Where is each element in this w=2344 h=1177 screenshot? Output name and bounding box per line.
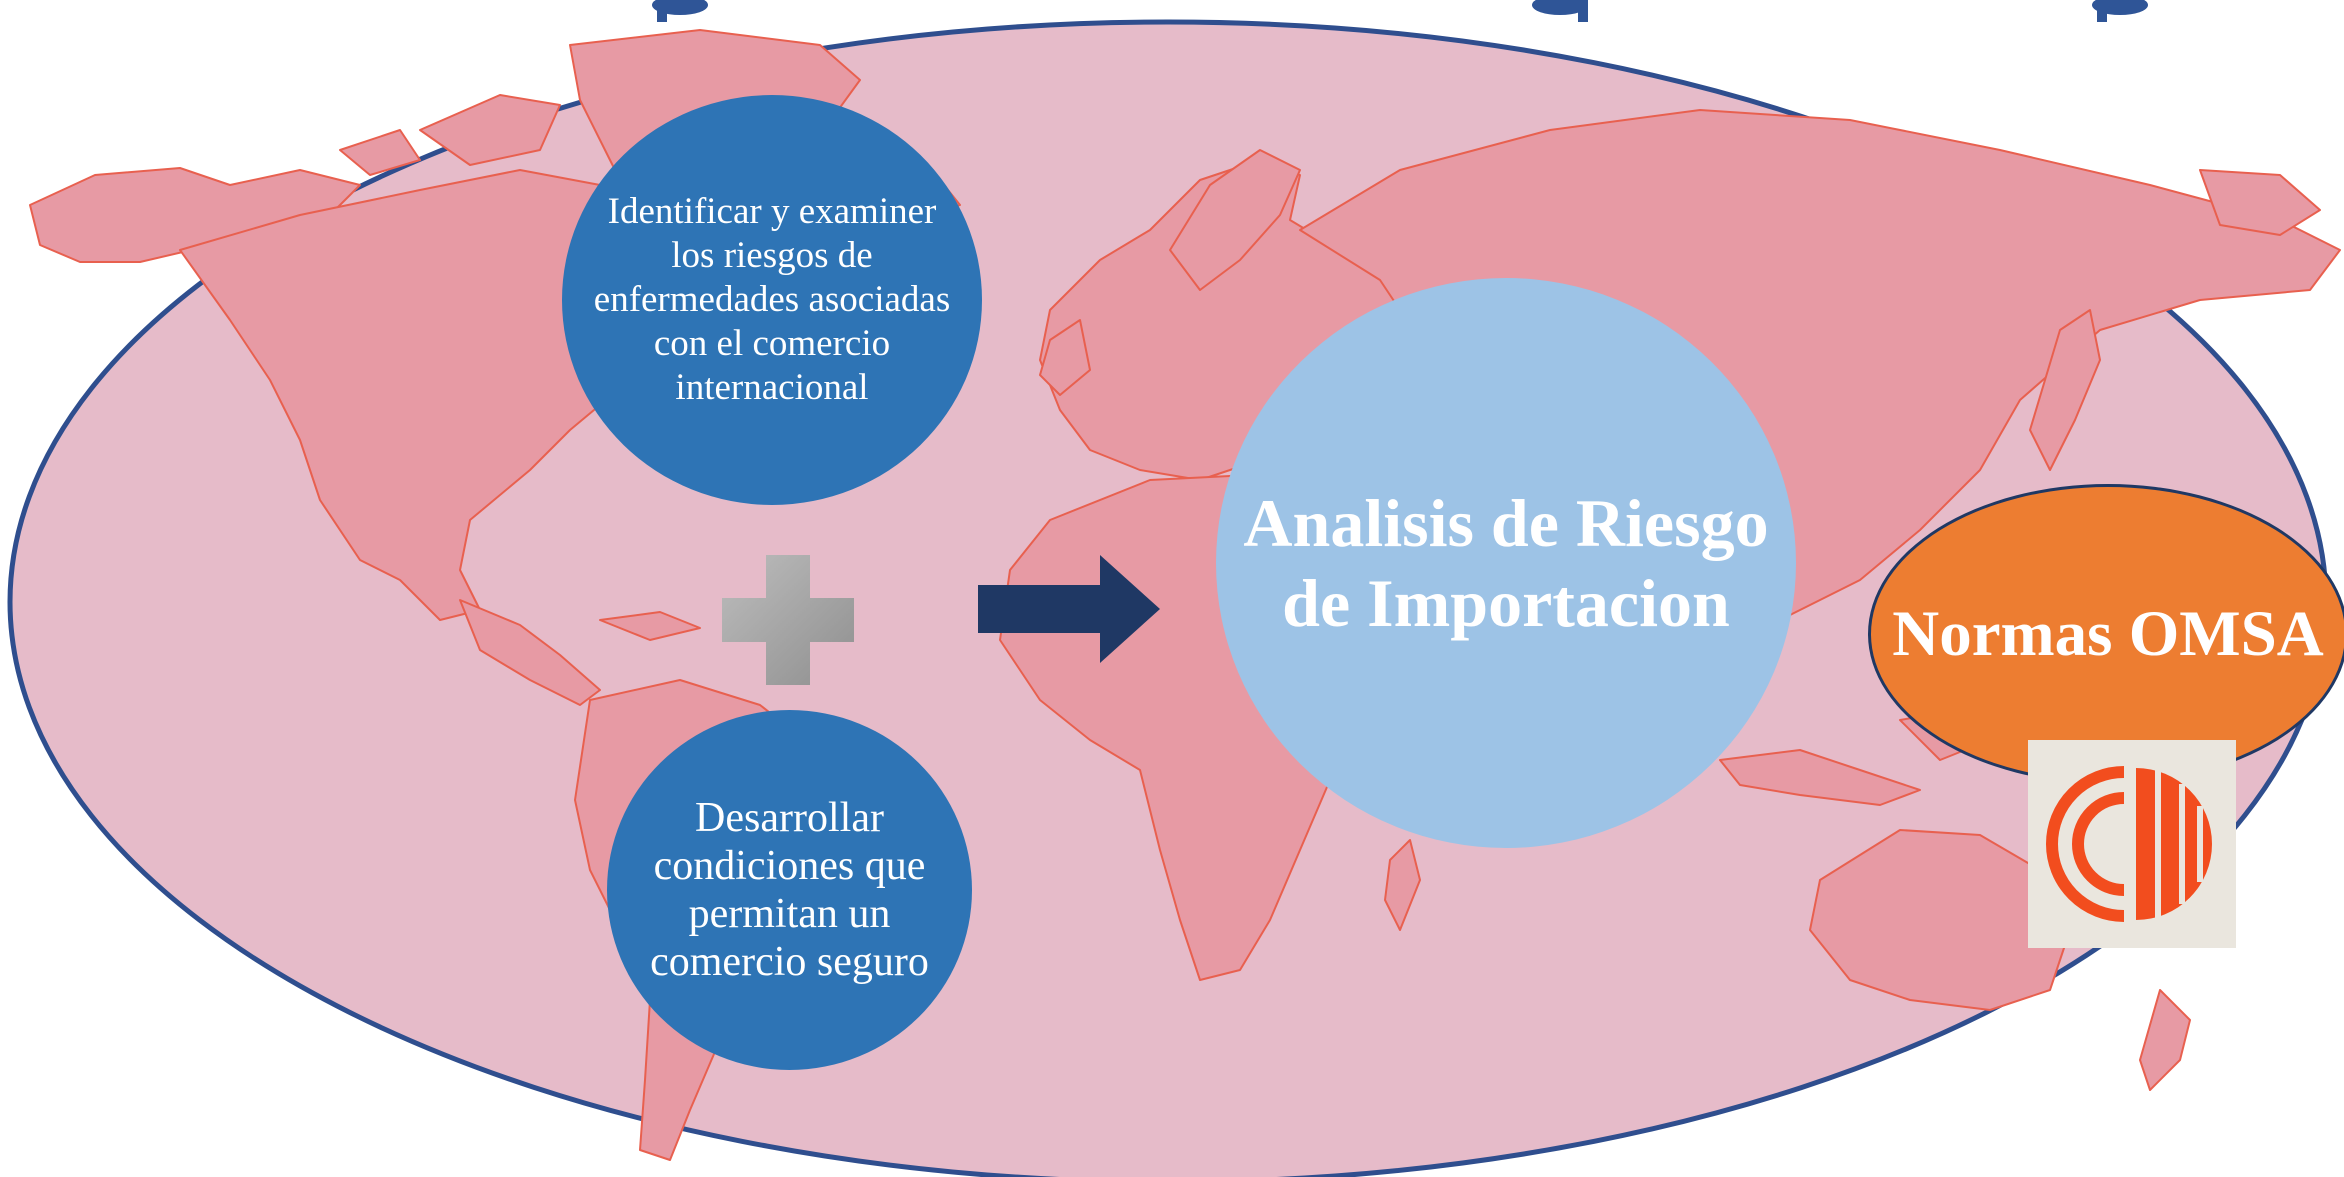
identify-risks-text: Identificar y examiner los riesgos de en… <box>593 191 951 408</box>
omsa-logo-icon <box>2028 740 2236 948</box>
omsa-standards-text: Normas OMSA <box>1892 598 2324 670</box>
title-fragment <box>652 0 2148 22</box>
omsa-standards-ellipse: Normas OMSA <box>1868 484 2344 784</box>
import-risk-analysis-text: Analisis de Riesgo de Importacion <box>1243 485 1769 641</box>
identify-risks-circle: Identificar y examiner los riesgos de en… <box>562 95 982 505</box>
develop-conditions-circle: Desarrollar condiciones que permitan un … <box>607 710 972 1070</box>
plus-icon <box>722 555 854 685</box>
develop-conditions-text: Desarrollar condiciones que permitan un … <box>650 795 929 985</box>
import-risk-analysis-circle: Analisis de Riesgo de Importacion <box>1216 278 1796 848</box>
right-arrow-icon <box>978 555 1160 663</box>
